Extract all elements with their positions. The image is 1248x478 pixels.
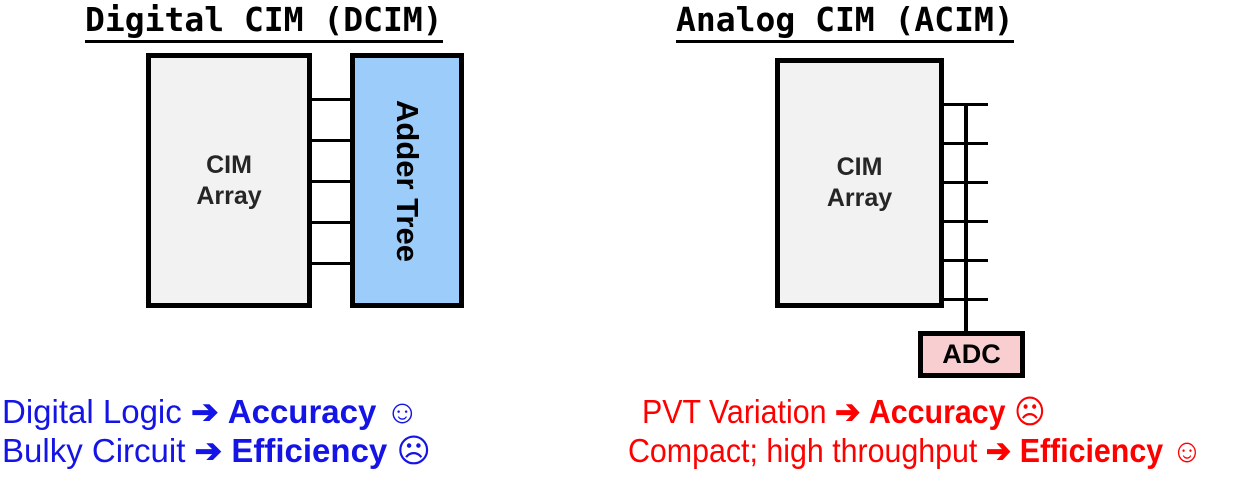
connector-rail-1-dcim (312, 98, 350, 101)
arrow-icon: ➔ (834, 393, 861, 430)
caption-cause-acim-1: PVT Variation (642, 393, 827, 430)
caption-effect-dcim-1: Accuracy (227, 393, 377, 430)
arrow-icon: ➔ (190, 393, 219, 430)
block-cim-array-dcim: CIM Array (146, 53, 312, 308)
caption-dcim-line-1: Digital Logic ➔ Accuracy ☺ (2, 392, 419, 431)
cim-array-label-line1: CIM (836, 153, 883, 181)
caption-cause-dcim-2: Bulky Circuit (2, 432, 186, 469)
panel-digital-cim: Digital CIM (DCIM) CIM Array Adder Tree … (2, 2, 464, 470)
connector-rail-2-dcim (312, 139, 350, 142)
frowny-face-icon: ☹ (396, 432, 431, 469)
connector-rail-4-dcim (312, 221, 350, 224)
arrow-icon: ➔ (985, 432, 1012, 469)
frowny-face-icon: ☹ (1013, 393, 1046, 430)
cim-array-label-line2: Array (826, 184, 893, 212)
caption-acim-line-1: PVT Variation ➔ Accuracy ☹ (642, 392, 1046, 431)
adc-bus-line (964, 103, 968, 334)
smiley-face-icon: ☺ (385, 393, 420, 430)
cim-array-label-line1: CIM (206, 150, 252, 179)
block-label-cim-array-acim: CIM Array (827, 152, 892, 214)
caption-effect-acim-2: Efficiency (1019, 432, 1164, 469)
block-cim-array-acim: CIM Array (775, 58, 944, 308)
caption-effect-dcim-2: Efficiency (231, 432, 388, 469)
connector-rail-3-dcim (312, 180, 350, 183)
block-adc: ADC (918, 331, 1025, 378)
panel-analog-cim: Analog CIM (ACIM) CIM Array ADC PVT Vari… (624, 0, 1248, 478)
connector-rail-5-dcim (312, 262, 350, 265)
block-adder-tree: Adder Tree (350, 53, 464, 308)
caption-effect-acim-1: Accuracy (868, 393, 1006, 430)
caption-cause-dcim-1: Digital Logic (2, 393, 182, 430)
panel-title-acim: Analog CIM (ACIM) (676, 2, 1014, 43)
block-label-adc: ADC (942, 339, 1001, 369)
block-label-adder-tree: Adder Tree (390, 99, 425, 262)
arrow-icon: ➔ (194, 432, 223, 469)
caption-cause-acim-2: Compact; high throughput (628, 432, 978, 469)
caption-acim-line-2: Compact; high throughput ➔ Efficiency ☺ (628, 431, 1203, 470)
smiley-face-icon: ☺ (1171, 432, 1203, 469)
caption-dcim-line-2: Bulky Circuit ➔ Efficiency ☹ (2, 431, 431, 470)
panel-title-dcim: Digital CIM (DCIM) (85, 2, 443, 43)
block-label-cim-array-dcim: CIM Array (196, 150, 261, 212)
cim-array-label-line2: Array (196, 181, 262, 210)
